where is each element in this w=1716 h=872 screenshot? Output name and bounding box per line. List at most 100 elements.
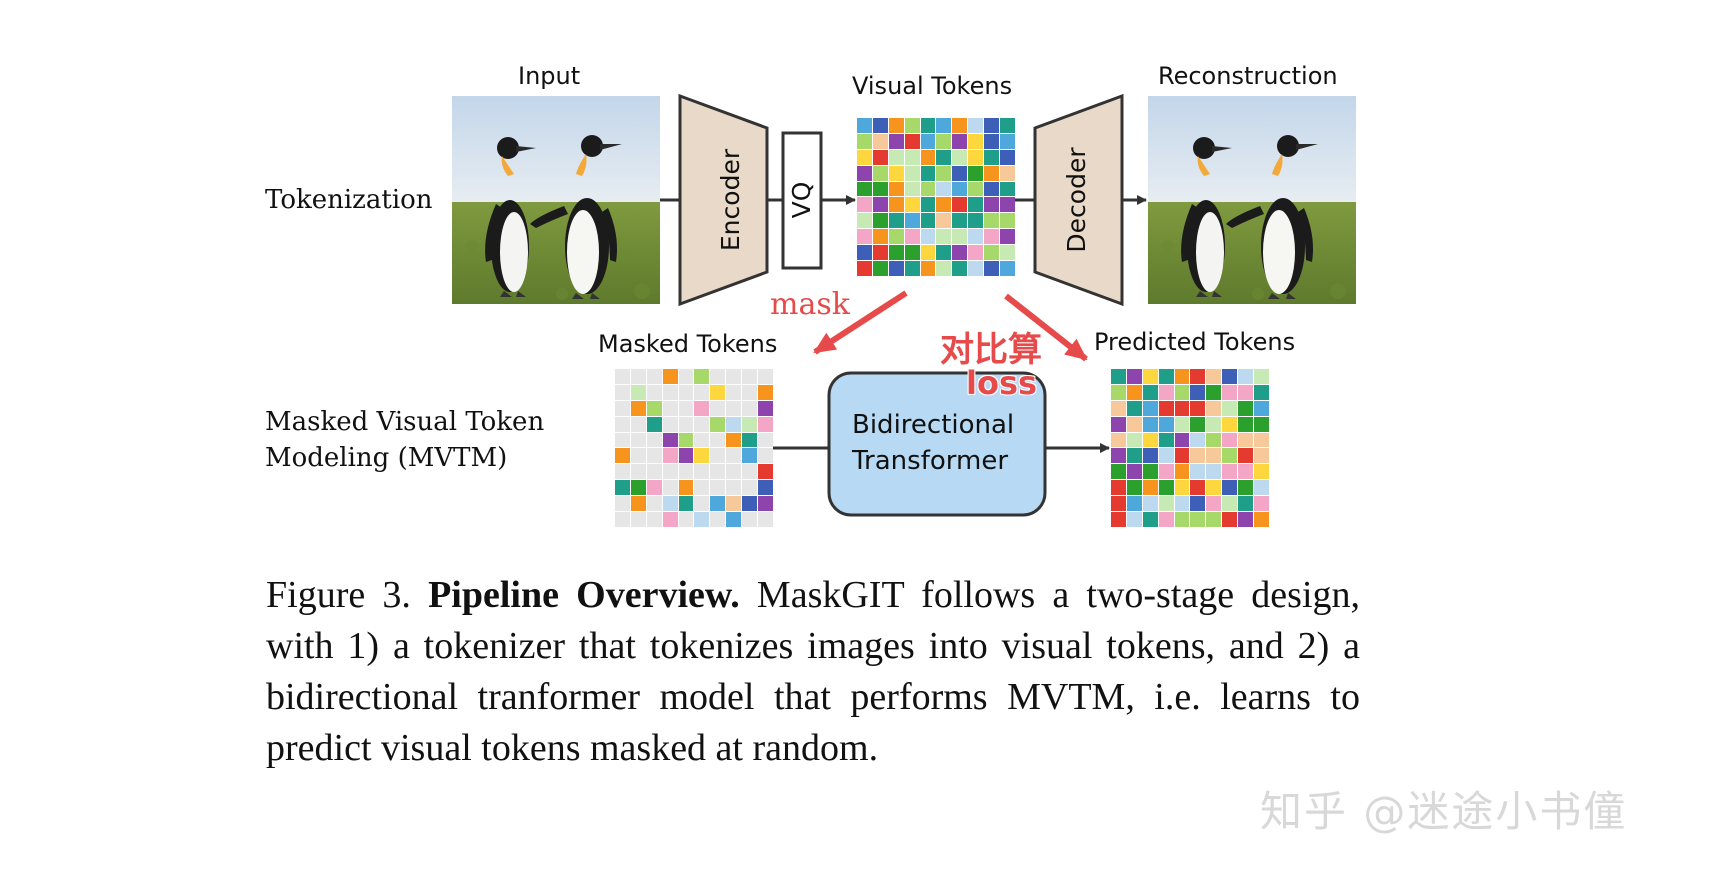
token-cell [1142,448,1158,464]
token-cell [694,480,710,496]
token-cell [872,118,888,133]
token-cell [1206,384,1222,400]
token-cell [1126,464,1142,480]
token-cell [726,496,742,512]
token-cell [630,464,646,480]
token-cell [888,181,904,197]
token-cell [758,432,773,448]
token-cell [857,165,872,181]
token-cell [1142,464,1158,480]
token-cell [678,512,694,527]
token-cell [758,400,773,416]
token-cell [904,197,920,213]
mvtm-row-label-line2: Modeling (MVTM) [265,443,508,473]
token-cell [1190,432,1206,448]
token-cell [872,197,888,213]
token-cell [1158,384,1174,400]
token-cell [1238,384,1254,400]
token-cell [1254,384,1269,400]
token-cell [615,432,630,448]
token-cell [1158,400,1174,416]
token-cell [1000,261,1015,276]
token-cell [904,165,920,181]
token-cell [952,149,968,165]
predicted-tokens-grid [1111,369,1269,527]
token-cell [1111,464,1126,480]
token-cell [936,149,952,165]
token-cell [872,261,888,276]
token-cell [1126,384,1142,400]
token-cell [726,384,742,400]
token-cell [1174,432,1190,448]
reconstruction-penguin-photo [1148,96,1356,304]
token-cell [1158,448,1174,464]
token-cell [1126,496,1142,512]
token-cell [662,496,678,512]
token-cell [1190,512,1206,527]
token-cell [646,448,662,464]
token-cell [1158,369,1174,384]
caption-title: Pipeline Overview. [428,574,740,616]
figure-caption: Figure 3. Pipeline Overview. MaskGIT fol… [266,570,1360,774]
token-cell [1111,400,1126,416]
token-cell [872,149,888,165]
token-cell [678,416,694,432]
token-cell [742,416,758,432]
token-cell [936,118,952,133]
token-cell [904,133,920,149]
token-cell [872,213,888,229]
mask-annotation: mask [770,287,850,322]
token-cell [694,369,710,384]
token-cell [968,133,984,149]
token-cell [1158,480,1174,496]
token-cell [742,448,758,464]
token-cell [662,480,678,496]
token-cell [742,432,758,448]
token-cell [678,496,694,512]
token-cell [1000,118,1015,133]
token-cell [968,261,984,276]
token-cell [936,165,952,181]
token-cell [857,229,872,245]
token-cell [952,245,968,261]
token-cell [646,416,662,432]
token-cell [742,464,758,480]
token-cell [646,400,662,416]
token-cell [726,448,742,464]
token-cell [1190,448,1206,464]
token-cell [968,118,984,133]
token-cell [936,133,952,149]
token-cell [1142,496,1158,512]
token-cell [646,432,662,448]
token-cell [984,213,1000,229]
token-cell [888,118,904,133]
token-cell [1190,416,1206,432]
token-cell [857,181,872,197]
vq-label: VQ [787,182,816,219]
token-cell [1254,480,1269,496]
token-cell [726,512,742,527]
token-cell [1238,496,1254,512]
token-cell [710,448,726,464]
token-cell [936,213,952,229]
token-cell [646,496,662,512]
token-cell [1111,369,1126,384]
token-cell [857,213,872,229]
token-cell [662,432,678,448]
token-cell [936,261,952,276]
vq-block [781,131,823,270]
token-cell [1000,229,1015,245]
token-cell [1222,416,1238,432]
token-cell [630,416,646,432]
masked-tokens-label: Masked Tokens [598,330,778,358]
token-cell [710,384,726,400]
token-cell [1206,448,1222,464]
token-cell [920,261,936,276]
token-cell [1206,432,1222,448]
token-cell [694,400,710,416]
encoder-block [678,93,769,307]
token-cell [1126,480,1142,496]
input-penguin-photo [452,96,660,304]
token-cell [694,464,710,480]
token-cell [615,384,630,400]
